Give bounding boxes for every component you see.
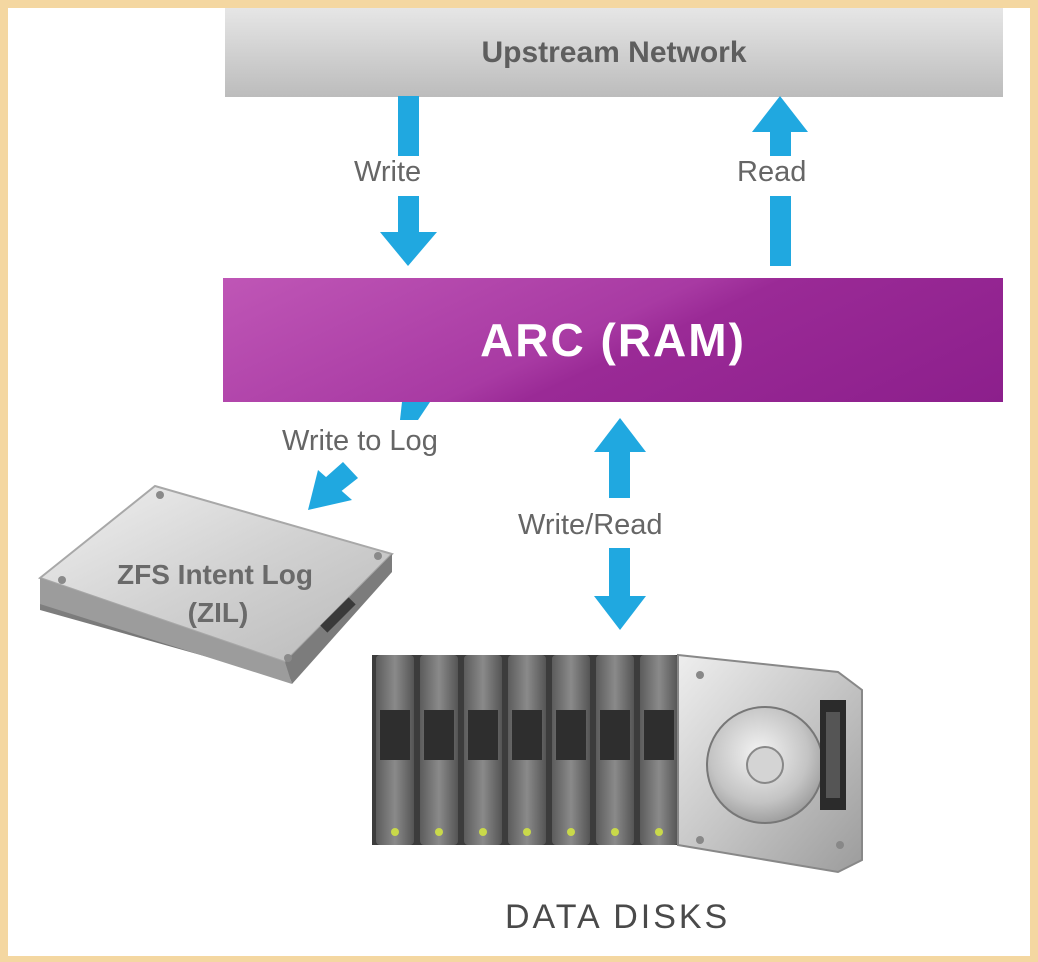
disk-bay	[552, 655, 590, 845]
disk-bay	[464, 655, 502, 845]
upstream-network-label: Upstream Network	[481, 35, 747, 69]
write-arrow	[380, 96, 437, 266]
arc-ram-label: ARC (RAM)	[480, 314, 746, 366]
write-read-label: Write/Read	[518, 509, 663, 541]
write-to-log-label: Write to Log	[282, 425, 438, 457]
disk-bay	[508, 655, 546, 845]
zil-ssd-drive	[37, 484, 394, 684]
zil-label-line2: (ZIL)	[188, 597, 249, 628]
write-label: Write	[354, 156, 422, 188]
read-label: Read	[737, 156, 807, 188]
disk-bay	[376, 655, 414, 845]
write-to-log-arrow	[308, 402, 430, 510]
disk-bay	[640, 655, 678, 845]
zil-label-line1: ZFS Intent Log	[117, 559, 313, 590]
data-disks-array	[372, 653, 863, 874]
disk-bay	[596, 655, 634, 845]
disk-bay	[420, 655, 458, 845]
arc-ram-box: ARC (RAM)	[223, 278, 1003, 402]
upstream-network-box: Upstream Network	[225, 8, 1003, 97]
write-read-arrow	[594, 418, 646, 630]
data-disks-label: DATA DISKS	[505, 898, 731, 936]
read-arrow	[752, 96, 808, 266]
